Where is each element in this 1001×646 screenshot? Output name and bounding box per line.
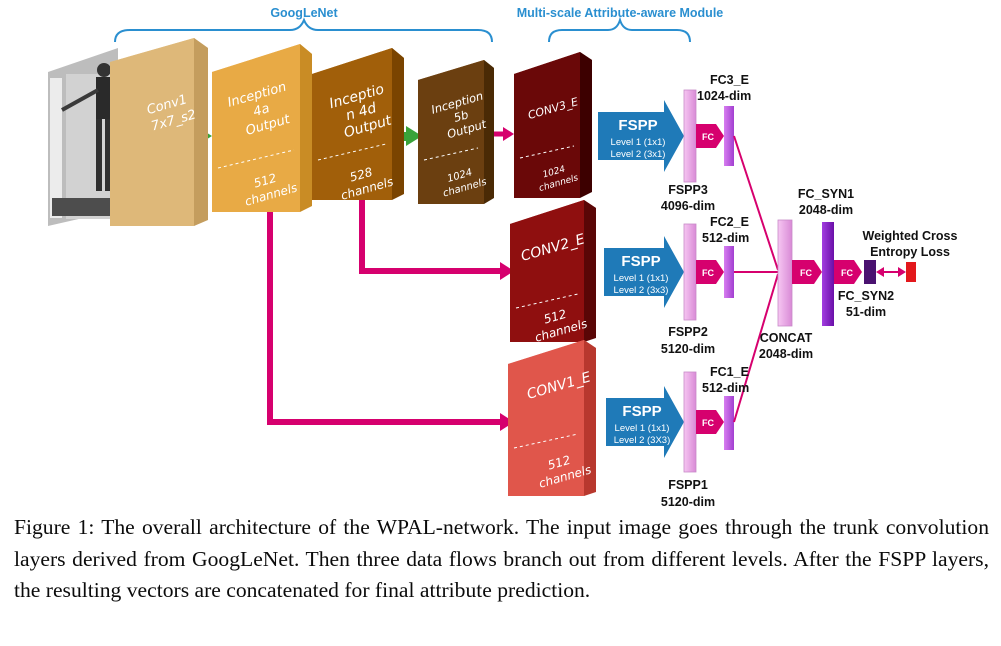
fc-syn2-vector bbox=[864, 260, 876, 284]
flow-arrowhead-5b bbox=[503, 127, 514, 141]
svg-text:FC: FC bbox=[702, 268, 714, 278]
loss-arrowhead-right bbox=[898, 267, 906, 277]
conv1-block: Conv1 7x7_s2 bbox=[110, 38, 208, 226]
fc2e-dim: 512-dim bbox=[702, 231, 749, 245]
svg-text:FSPP: FSPP bbox=[618, 117, 657, 134]
loss-arrowhead-left bbox=[876, 267, 884, 277]
fc-syn2-name: FC_SYN2 bbox=[838, 289, 894, 303]
fspp3-arrow: FSPP Level 1 (1x1) Level 2 (3x1) bbox=[598, 100, 684, 172]
figure-caption: Figure 1: The overall architecture of th… bbox=[14, 515, 989, 602]
flow-arrow-4d bbox=[359, 200, 500, 274]
inception-4a-block: Inception 4a Output 512 channels bbox=[212, 44, 312, 212]
inception-4d-block: Inceptio n 4d Output 528 channels bbox=[312, 48, 404, 203]
fc-syn2-connector: FC bbox=[834, 260, 862, 284]
architecture-diagram: GoogLeNet Multi-scale Attribute-aware Mo… bbox=[48, 6, 958, 509]
loss-node bbox=[906, 262, 916, 282]
fspp2-dim: 5120-dim bbox=[661, 342, 715, 356]
svg-text:FC: FC bbox=[841, 268, 853, 278]
svg-text:Level 1 (1x1): Level 1 (1x1) bbox=[611, 137, 666, 148]
fc3e-connector: FC bbox=[696, 124, 724, 148]
fc-syn1-connector: FC bbox=[792, 260, 822, 284]
fc1e-name: FC1_E bbox=[710, 365, 749, 379]
fspp3-dim: 4096-dim bbox=[661, 199, 715, 213]
fc-syn1-vector bbox=[822, 222, 834, 326]
fspp1-vector bbox=[683, 371, 697, 473]
fspp1-dim: 5120-dim bbox=[661, 495, 715, 509]
fc2e-vector bbox=[724, 246, 734, 298]
loss-label-line1: Weighted Cross bbox=[863, 229, 958, 243]
googlenet-label: GoogLeNet bbox=[270, 6, 338, 20]
fspp1-arrow: FSPP Level 1 (1x1) Level 2 (3X3) bbox=[606, 386, 684, 458]
fspp2-name: FSPP2 bbox=[668, 325, 708, 339]
loss-label-line2: Entropy Loss bbox=[870, 245, 950, 259]
conv1e-block: CONV1_E 512 channels bbox=[508, 340, 596, 496]
fc3e-name: FC3_E bbox=[710, 73, 749, 87]
fc3e-to-concat bbox=[733, 135, 779, 271]
fc2e-name: FC2_E bbox=[710, 215, 749, 229]
fspp3-name: FSPP3 bbox=[668, 183, 708, 197]
svg-text:Level 1 (1x1): Level 1 (1x1) bbox=[614, 273, 669, 284]
input-image bbox=[48, 48, 118, 226]
fc1e-to-concat bbox=[733, 273, 779, 423]
fc-syn2-dim: 51-dim bbox=[846, 305, 886, 319]
concat-name: CONCAT bbox=[760, 331, 813, 345]
fc3e-dim: 1024-dim bbox=[697, 89, 751, 103]
module-label: Multi-scale Attribute-aware Module bbox=[517, 6, 724, 20]
svg-text:FC: FC bbox=[800, 268, 812, 278]
flow-arrow-4a bbox=[267, 212, 500, 425]
fc1e-vector bbox=[724, 396, 734, 450]
fc-syn1-name: FC_SYN1 bbox=[798, 187, 854, 201]
fc1e-connector: FC bbox=[696, 410, 724, 434]
conv3e-block: CONV3_E 1024 channels bbox=[514, 52, 592, 198]
fspp2-vector bbox=[683, 223, 697, 321]
fspp1-name: FSPP1 bbox=[668, 478, 708, 492]
conv2e-block: CONV2_E 512 channels bbox=[510, 200, 596, 345]
module-brace bbox=[548, 16, 691, 43]
concat-vector bbox=[777, 219, 793, 327]
svg-text:Level 2 (3X3): Level 2 (3X3) bbox=[614, 435, 671, 446]
fc-syn1-dim: 2048-dim bbox=[799, 203, 853, 217]
flow-arrowhead-4a bbox=[500, 413, 514, 431]
fc1e-dim: 512-dim bbox=[702, 381, 749, 395]
fc3e-vector bbox=[724, 106, 734, 166]
flow-arrowhead-4d bbox=[500, 262, 514, 280]
concat-dim: 2048-dim bbox=[759, 347, 813, 361]
fspp3-vector bbox=[683, 89, 697, 183]
svg-text:Level 2 (3x3): Level 2 (3x3) bbox=[614, 285, 669, 296]
svg-text:FSPP: FSPP bbox=[621, 253, 660, 270]
svg-text:FC: FC bbox=[702, 132, 714, 142]
fc2e-connector: FC bbox=[696, 260, 724, 284]
svg-text:Level 2 (3x1): Level 2 (3x1) bbox=[611, 149, 666, 160]
googlenet-brace bbox=[114, 17, 493, 43]
svg-text:FC: FC bbox=[702, 418, 714, 428]
inception-5b-block: Inception 5b Output 1024 channels bbox=[418, 60, 494, 204]
svg-text:FSPP: FSPP bbox=[622, 403, 661, 420]
svg-text:Level 1 (1x1): Level 1 (1x1) bbox=[615, 423, 670, 434]
fspp2-arrow: FSPP Level 1 (1x1) Level 2 (3x3) bbox=[604, 236, 684, 308]
